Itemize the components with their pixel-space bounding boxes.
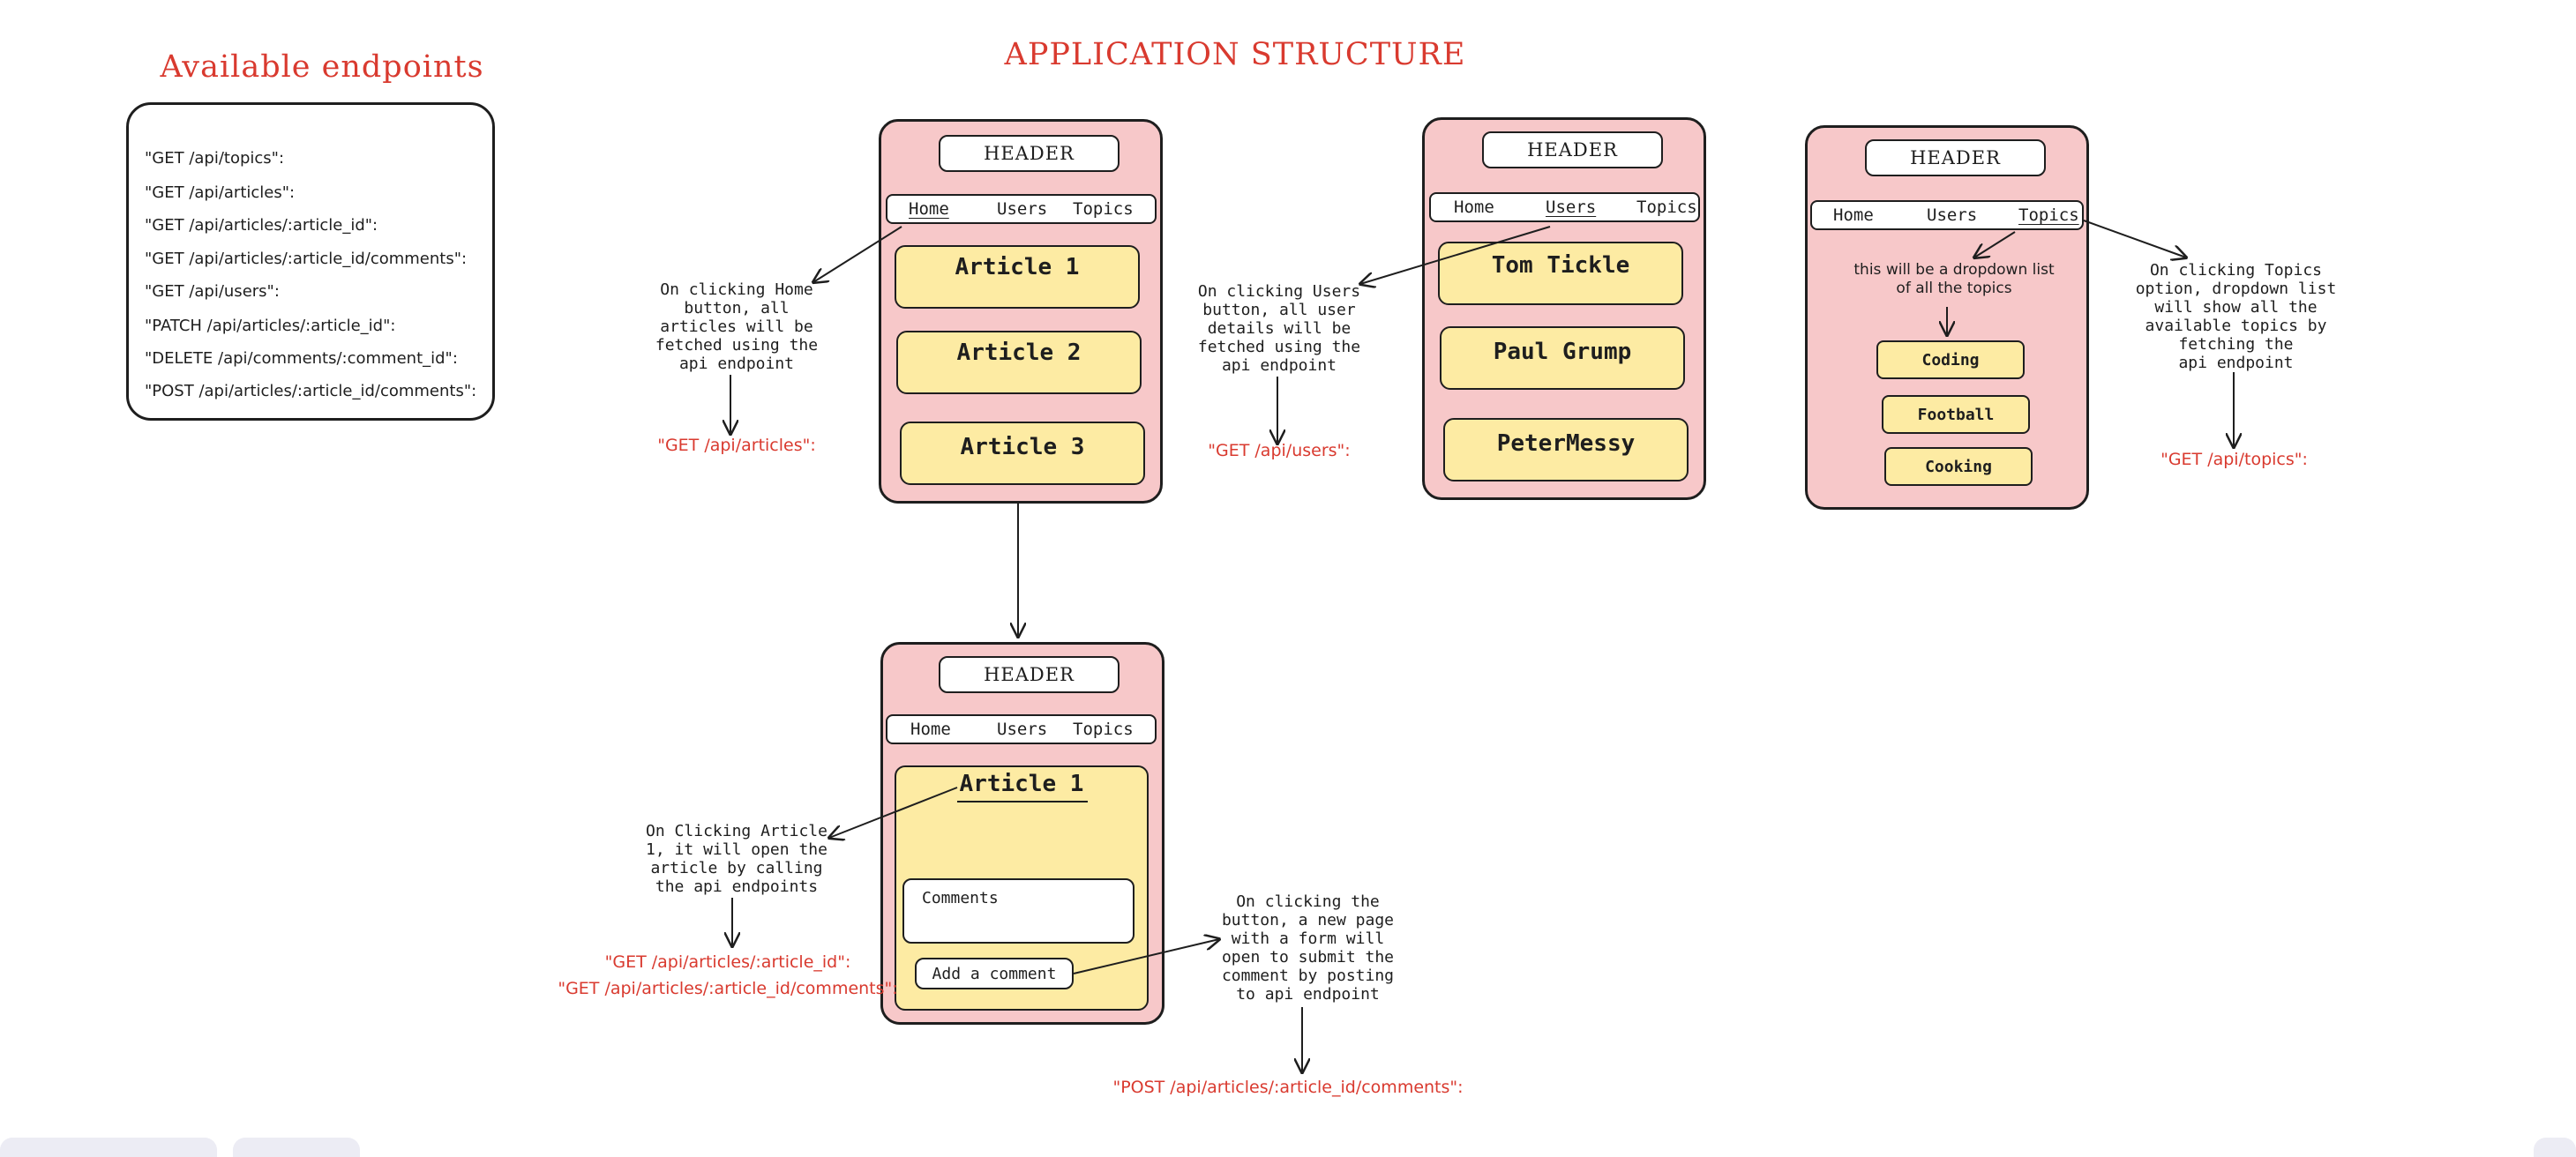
endpoints-title: Available endpoints: [160, 49, 484, 85]
nav-topics[interactable]: Topics: [1073, 720, 1134, 739]
endpoint-item: "GET /api/users":: [145, 282, 280, 301]
article-card[interactable]: Article 1: [895, 245, 1140, 309]
add-comment-button[interactable]: Add a comment: [915, 958, 1074, 989]
endpoints-box: "GET /api/topics": "GET /api/articles": …: [126, 102, 495, 421]
endpoint-item: "GET /api/articles/:article_id":: [145, 216, 378, 235]
comments-endpoint: "GET /api/articles/:article_id/comments"…: [558, 979, 898, 998]
arrow: [813, 226, 902, 282]
button-note: On clicking the button, a new page with …: [1221, 892, 1395, 1004]
endpoint-item: "GET /api/articles/:article_id/comments"…: [145, 250, 468, 268]
article-title-underline: [957, 801, 1088, 802]
home-note: On clicking Home button, all articles wi…: [655, 280, 819, 373]
nav-users[interactable]: Users: [997, 720, 1048, 739]
comments-box: Comments: [902, 878, 1134, 944]
header-box: HEADER: [939, 135, 1120, 172]
topic-card[interactable]: Coding: [1876, 340, 2025, 379]
header-box: HEADER: [939, 656, 1120, 693]
nav-users[interactable]: Users: [1927, 205, 1978, 225]
article-card[interactable]: Article 3: [900, 422, 1145, 485]
nav-bar: Home Users Topics: [886, 714, 1157, 744]
arrow: [2083, 220, 2186, 258]
endpoint-item: "GET /api/topics":: [145, 149, 285, 168]
nav-home[interactable]: Home: [1833, 205, 1874, 225]
post-endpoint: "POST /api/articles/:article_id/comments…: [1112, 1078, 1464, 1097]
bottom-toolbar-tab[interactable]: [0, 1138, 217, 1157]
topics-note: On clicking Topics option, dropdown list…: [2135, 261, 2337, 372]
nav-home[interactable]: Home: [909, 199, 949, 219]
dropdown-note: this will be a dropdown list of all the …: [1853, 261, 2055, 297]
arrow: [1073, 939, 1219, 974]
endpoint-item: "DELETE /api/comments/:comment_id":: [145, 349, 458, 368]
user-card[interactable]: Paul Grump: [1440, 326, 1685, 390]
comments-label: Comments: [922, 889, 999, 907]
topics-endpoint: "GET /api/topics":: [2160, 450, 2308, 469]
article-note: On Clicking Article 1, it will open the …: [646, 822, 827, 896]
nav-home[interactable]: Home: [910, 720, 951, 739]
article-card[interactable]: Article 2: [896, 331, 1142, 394]
header-box: HEADER: [1482, 131, 1663, 168]
endpoint-item: "POST /api/articles/:article_id/comments…: [145, 382, 477, 400]
users-note: On clicking Users button, all user detai…: [1197, 282, 1361, 375]
nav-users[interactable]: Users: [1546, 198, 1597, 217]
header-box: HEADER: [1865, 139, 2046, 176]
arrow: [829, 787, 958, 838]
nav-bar: Home Users Topics: [1429, 192, 1700, 222]
article-endpoint: "GET /api/articles/:article_id":: [604, 952, 851, 972]
arrow: [1974, 231, 2016, 258]
nav-topics[interactable]: Topics: [2018, 205, 2079, 225]
endpoint-item: "PATCH /api/articles/:article_id":: [145, 317, 396, 335]
endpoint-item: "GET /api/articles":: [145, 183, 296, 202]
user-card[interactable]: Tom Tickle: [1438, 242, 1683, 305]
nav-bar: Home Users Topics: [1810, 200, 2084, 230]
nav-users[interactable]: Users: [997, 199, 1048, 219]
bottom-toolbar-tab[interactable]: [233, 1138, 360, 1157]
nav-bar: Home Users Topics: [886, 194, 1157, 224]
nav-topics[interactable]: Topics: [1636, 198, 1697, 217]
users-endpoint: "GET /api/users":: [1208, 441, 1351, 460]
structure-title: APPLICATION STRUCTURE: [1004, 37, 1466, 72]
topic-card[interactable]: Football: [1882, 395, 2030, 434]
nav-home[interactable]: Home: [1454, 198, 1494, 217]
user-card[interactable]: PeterMessy: [1443, 418, 1689, 481]
topic-card[interactable]: Cooking: [1884, 447, 2033, 486]
nav-topics[interactable]: Topics: [1073, 199, 1134, 219]
bottom-toolbar-tab[interactable]: [2534, 1138, 2576, 1157]
arrow: [1360, 226, 1551, 284]
home-endpoint: "GET /api/articles":: [657, 436, 816, 455]
article-title: Article 1: [959, 771, 1084, 797]
